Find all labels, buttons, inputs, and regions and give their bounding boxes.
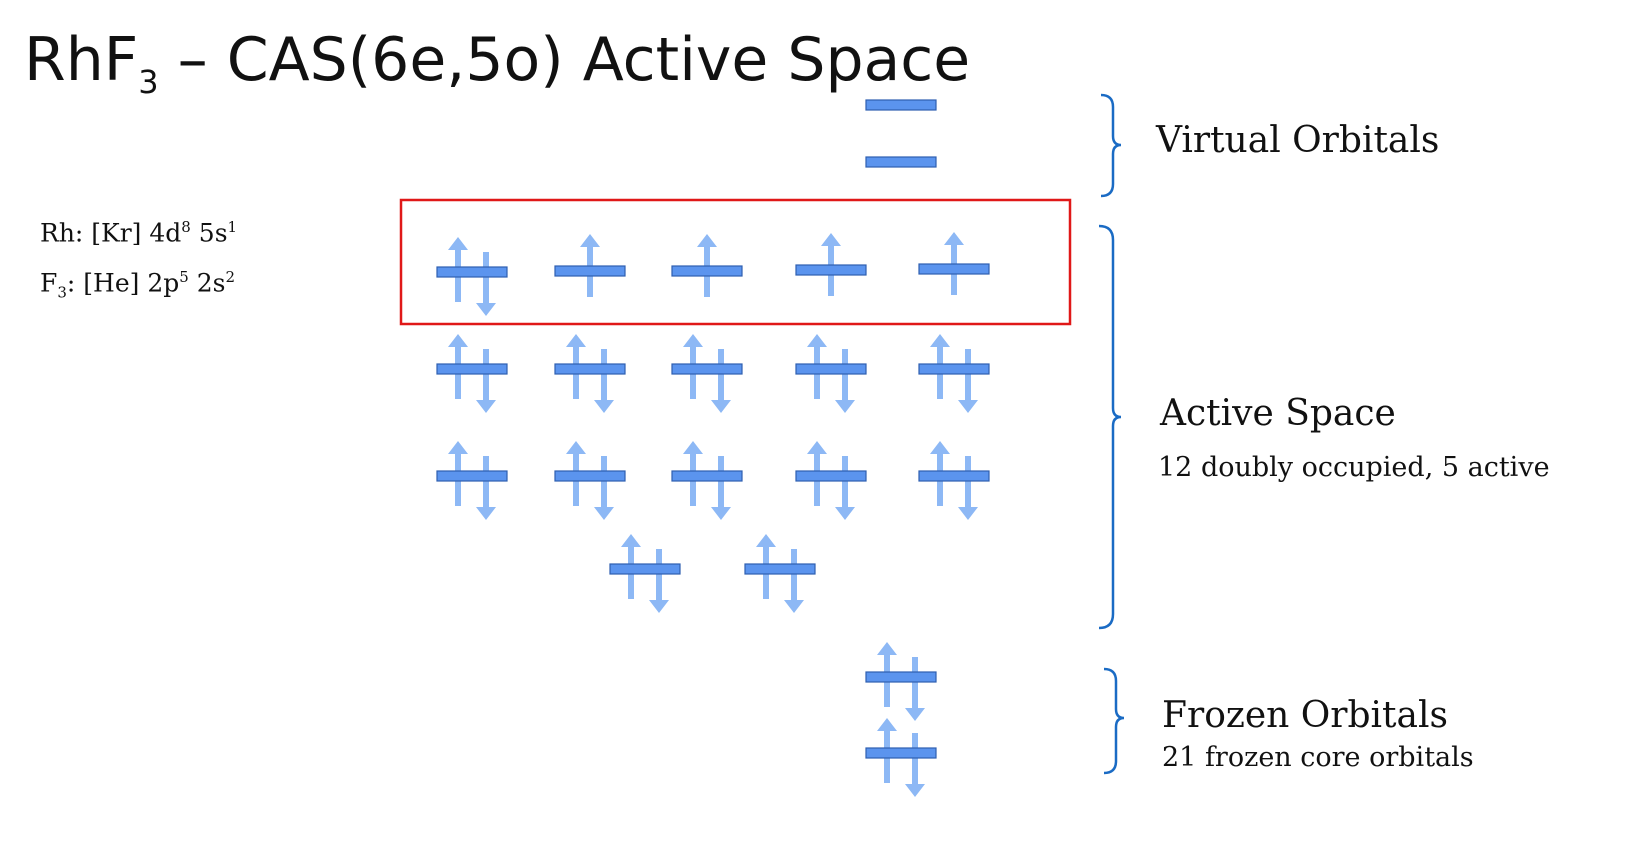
spin-down-arrow-icon <box>905 733 925 797</box>
orbital-level-bar <box>744 563 816 575</box>
orbital-level-bar <box>554 363 626 375</box>
cas-active-orbital <box>671 234 743 297</box>
title-rest: – CAS(6e,5o) Active Space <box>158 25 971 95</box>
orbital-level-bar <box>918 470 990 482</box>
doubly-occupied-orbital <box>918 334 990 413</box>
frozen-orbitals-detail: 21 frozen core orbitals <box>1162 742 1474 773</box>
virtual-orbital <box>865 99 937 111</box>
spin-down-arrow-icon <box>958 349 978 413</box>
orbital-level-bar <box>609 563 681 575</box>
spin-down-arrow-icon <box>476 456 496 520</box>
orbital-level-bar <box>795 363 867 375</box>
orbital-level-bar <box>795 470 867 482</box>
spin-down-arrow-icon <box>905 657 925 721</box>
page-title: RhF3 – CAS(6e,5o) Active Space <box>24 22 970 120</box>
doubly-occupied-orbital <box>554 441 626 520</box>
frozen-orbital <box>865 718 937 797</box>
spin-down-arrow-icon <box>958 456 978 520</box>
doubly-occupied-orbital <box>609 534 681 613</box>
orbital-level-bar <box>865 671 937 683</box>
active-space-label: Active Space <box>1160 393 1396 434</box>
spin-down-arrow-icon <box>711 349 731 413</box>
f-config-prefix: F <box>40 268 58 298</box>
rh-config-s-superscript: 1 <box>227 218 238 236</box>
f-config-subscript: 3 <box>57 283 67 302</box>
orbital-level-bar <box>671 470 743 482</box>
f-config-s-superscript: 2 <box>225 268 236 286</box>
spin-down-arrow-icon <box>711 456 731 520</box>
title-subscript: 3 <box>138 63 159 101</box>
virtual-bracket <box>1100 93 1122 198</box>
doubly-occupied-orbital <box>436 441 508 520</box>
f-electron-configuration: F3: [He] 2p5 2s2 <box>40 268 235 301</box>
orbital-level-bar <box>671 265 743 277</box>
cas-active-orbital <box>554 234 626 297</box>
rh-config-d-superscript: 8 <box>181 218 191 236</box>
frozen-bracket <box>1103 667 1125 775</box>
doubly-occupied-orbital <box>671 334 743 413</box>
cas-active-orbital <box>436 237 508 316</box>
frozen-orbital <box>865 642 937 721</box>
orbital-level-bar <box>865 156 937 168</box>
rh-config-prefix: Rh: [Kr] 4d <box>40 218 182 248</box>
spin-down-arrow-icon <box>594 456 614 520</box>
orbital-level-bar <box>671 363 743 375</box>
orbital-level-bar <box>554 470 626 482</box>
spin-down-arrow-icon <box>594 349 614 413</box>
doubly-occupied-orbital <box>744 534 816 613</box>
orbital-level-bar <box>436 470 508 482</box>
spin-down-arrow-icon <box>784 549 804 613</box>
frozen-orbitals-label: Frozen Orbitals <box>1162 695 1448 736</box>
rh-config-mid: 5s <box>190 218 228 248</box>
orbital-level-bar <box>436 363 508 375</box>
orbital-level-bar <box>918 263 990 275</box>
doubly-occupied-orbital <box>918 441 990 520</box>
f-config-mid: : [He] 2p <box>66 268 180 298</box>
orbital-level-bar <box>554 265 626 277</box>
spin-down-arrow-icon <box>835 456 855 520</box>
orbital-level-bar <box>436 266 508 278</box>
doubly-occupied-orbital <box>436 334 508 413</box>
doubly-occupied-orbital <box>554 334 626 413</box>
orbital-level-bar <box>918 363 990 375</box>
doubly-occupied-orbital <box>671 441 743 520</box>
rh-electron-configuration: Rh: [Kr] 4d8 5s1 <box>40 218 237 247</box>
orbital-level-bar <box>865 747 937 759</box>
orbital-layer <box>436 99 990 797</box>
orbital-level-bar <box>795 264 867 276</box>
f-config-mid2: 2s <box>188 268 226 298</box>
spin-down-arrow-icon <box>476 252 496 316</box>
cas-highlight-box <box>399 198 1072 326</box>
title-main: RhF <box>24 25 139 95</box>
spin-down-arrow-icon <box>476 349 496 413</box>
cas-active-orbital <box>918 232 990 295</box>
virtual-orbitals-label: Virtual Orbitals <box>1156 120 1440 161</box>
orbital-level-bar <box>865 99 937 111</box>
f-config-p-superscript: 5 <box>179 268 189 286</box>
cas-active-orbital <box>795 233 867 296</box>
doubly-occupied-orbital <box>795 441 867 520</box>
virtual-orbital <box>865 156 937 168</box>
active-space-detail: 12 doubly occupied, 5 active <box>1158 452 1550 483</box>
doubly-occupied-orbital <box>795 334 867 413</box>
spin-down-arrow-icon <box>649 549 669 613</box>
spin-down-arrow-icon <box>835 349 855 413</box>
active-bracket <box>1098 224 1122 630</box>
